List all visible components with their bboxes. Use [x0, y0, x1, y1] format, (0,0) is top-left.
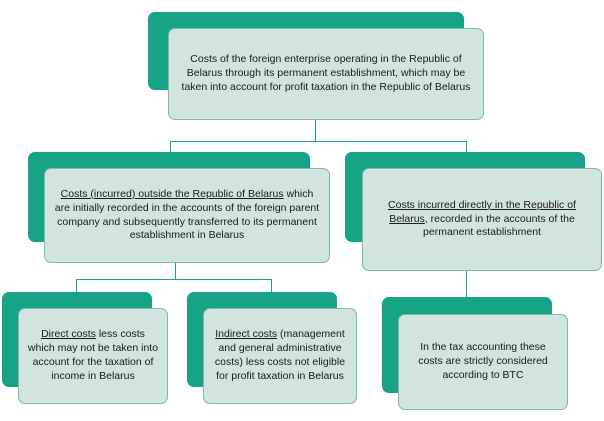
right-child: In the tax accounting these costs are st… [398, 314, 568, 410]
connector-left-down [175, 262, 176, 279]
connector-to-left-child-1 [76, 279, 77, 292]
left-node-underlined: Costs (incurred) outside the Republic of… [60, 187, 284, 200]
right-node: Costs incurred directly in the Republic … [362, 168, 602, 271]
connector-top-horizontal [170, 141, 466, 142]
left-node: Costs (incurred) outside the Republic of… [44, 168, 330, 263]
left-child-2: Indirect costs (management and general a… [203, 308, 357, 404]
connector-to-right [466, 141, 467, 153]
left-child-2-rest: (management and general administrative c… [214, 328, 346, 382]
left-child-2-text: Indirect costs (management and general a… [212, 328, 348, 383]
left-child-2-underlined: Indirect costs [215, 328, 278, 341]
connector-to-left [170, 141, 171, 153]
connector-root-down [315, 118, 316, 142]
right-child-text: In the tax accounting these costs are st… [418, 341, 548, 381]
right-node-rest: , recorded in the accounts of the perman… [423, 212, 575, 239]
right-node-text: Costs incurred directly in the Republic … [371, 199, 593, 241]
right-node-underlined: Costs incurred directly in the Republic … [388, 198, 576, 225]
root-node-text: Costs of the foreign enterprise operatin… [181, 53, 471, 93]
left-child-1-underlined: Direct costs [41, 328, 96, 341]
left-child-1-rest: less costs which may not be taken into a… [27, 328, 159, 382]
connector-to-left-child-2 [271, 279, 272, 292]
left-node-text: Costs (incurred) outside the Republic of… [53, 188, 321, 243]
connector-mid-horizontal [76, 279, 272, 280]
left-node-rest: which are initially recorded in the acco… [54, 187, 320, 242]
left-child-1: Direct costs less costs which may not be… [18, 308, 168, 404]
connector-right-down [466, 270, 467, 298]
left-child-1-text: Direct costs less costs which may not be… [27, 328, 159, 383]
root-node: Costs of the foreign enterprise operatin… [168, 28, 484, 120]
